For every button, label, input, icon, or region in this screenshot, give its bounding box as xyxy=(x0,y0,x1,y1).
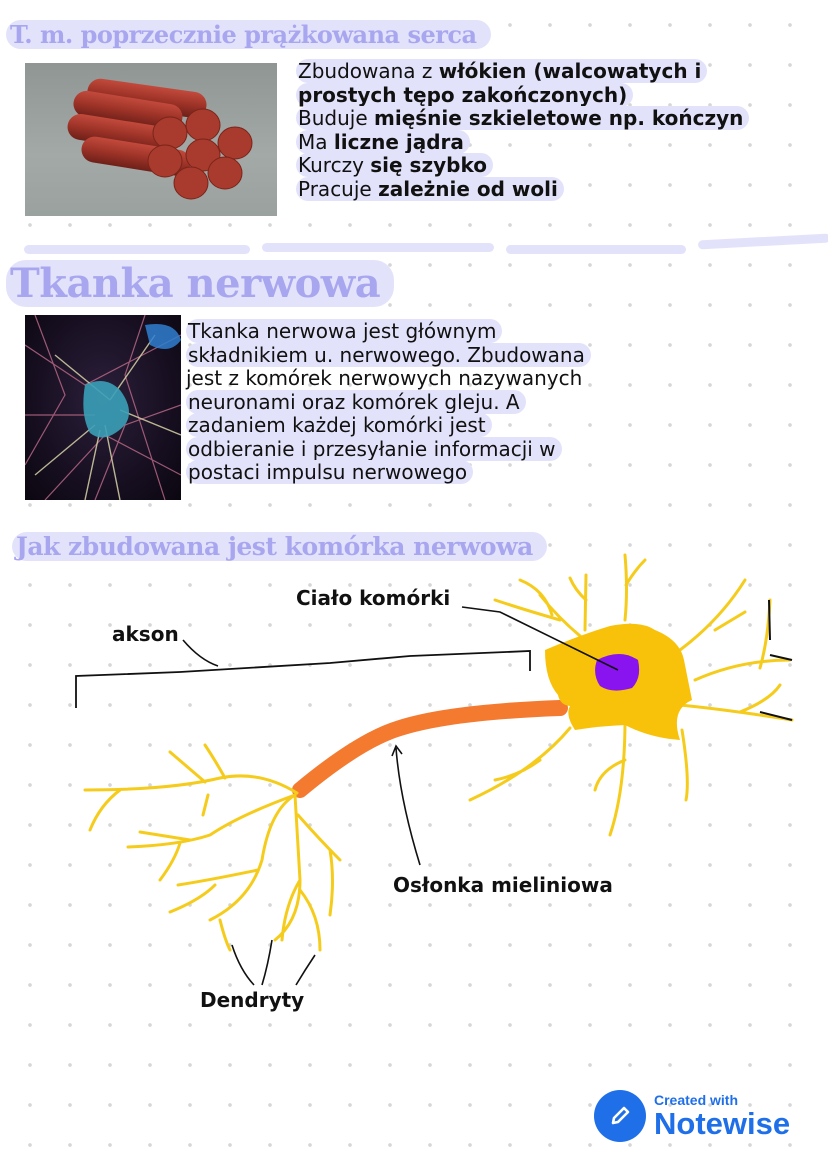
badge-brand-text: Notewise xyxy=(654,1105,791,1141)
description-line: odbieranie i przesyłanie informacji w xyxy=(186,436,686,462)
muscle-facts: Zbudowana z włókien (walcowatych i prost… xyxy=(296,59,816,202)
label-myelin: Osłonka mieliniowa xyxy=(393,873,613,897)
axon-pointer xyxy=(182,639,219,667)
muscle-fibers-illustration xyxy=(67,78,253,200)
cell-body-dendrites xyxy=(468,553,794,837)
section-title-nerve-text: Tkanka nerwowa xyxy=(6,260,395,307)
description-line: zadaniem każdej komórki jest xyxy=(186,413,686,438)
dendrite-pointers xyxy=(231,939,316,986)
muscle-fibers-image xyxy=(25,63,277,216)
neuron-micrograph-illustration xyxy=(25,315,181,500)
badge-small-text: Created with xyxy=(654,1091,739,1108)
muscle-fact-line: Kurczy się szybko xyxy=(296,153,816,178)
section-title-muscle-text: T. m. poprzecznie prążkowana serca xyxy=(6,20,491,49)
neuron-diagram xyxy=(75,553,794,986)
myelin-pointer xyxy=(391,744,421,866)
cell-body-pointer xyxy=(461,606,619,671)
nerve-tissue-description: Tkanka nerwowa jest głównym składnikiem … xyxy=(186,319,686,485)
notewise-badge: Created with Notewise xyxy=(594,1090,790,1142)
divider xyxy=(506,245,686,254)
section-title-cell: Jak zbudowana jest komórka nerwowa xyxy=(12,530,547,564)
nucleus xyxy=(595,654,640,691)
axon-bracket xyxy=(75,650,531,708)
divider xyxy=(697,233,828,250)
muscle-fact-line: Pracuje zależnie od woli xyxy=(296,176,816,202)
myelin-sheath xyxy=(292,700,568,798)
pencil-icon xyxy=(594,1090,646,1142)
section-title-muscle: T. m. poprzecznie prążkowana serca xyxy=(6,18,491,52)
section-title-nerve: Tkanka nerwowa xyxy=(6,258,395,310)
description-line: jest z komórek nerwowych nazywanych xyxy=(186,366,583,390)
muscle-fact-line: Zbudowana z włókien (walcowatych i xyxy=(296,59,816,84)
divider xyxy=(262,243,494,252)
label-axon: akson xyxy=(112,622,179,646)
dendrite-shadows xyxy=(759,599,793,721)
section-title-cell-text: Jak zbudowana jest komórka nerwowa xyxy=(12,532,547,561)
description-line: postaci impulsu nerwowego xyxy=(186,460,686,485)
muscle-fact-line: prostych tępo zakończonych) xyxy=(296,82,816,108)
label-cell-body: Ciało komórki xyxy=(296,586,451,610)
muscle-fact-line: Buduje mięśnie szkieletowe np. kończyn xyxy=(296,106,816,131)
axon-terminal-dendrites xyxy=(83,743,342,952)
description-line: neuronami oraz komórek gleju. A xyxy=(186,389,686,415)
neuron-micrograph-image xyxy=(25,315,181,500)
muscle-fact-line: Ma liczne jądra xyxy=(296,129,816,155)
divider xyxy=(24,245,250,254)
description-line: składnikiem u. nerwowego. Zbudowana xyxy=(186,342,686,368)
label-dendrites: Dendryty xyxy=(200,988,305,1012)
description-line: Tkanka nerwowa jest głównym xyxy=(186,319,686,344)
